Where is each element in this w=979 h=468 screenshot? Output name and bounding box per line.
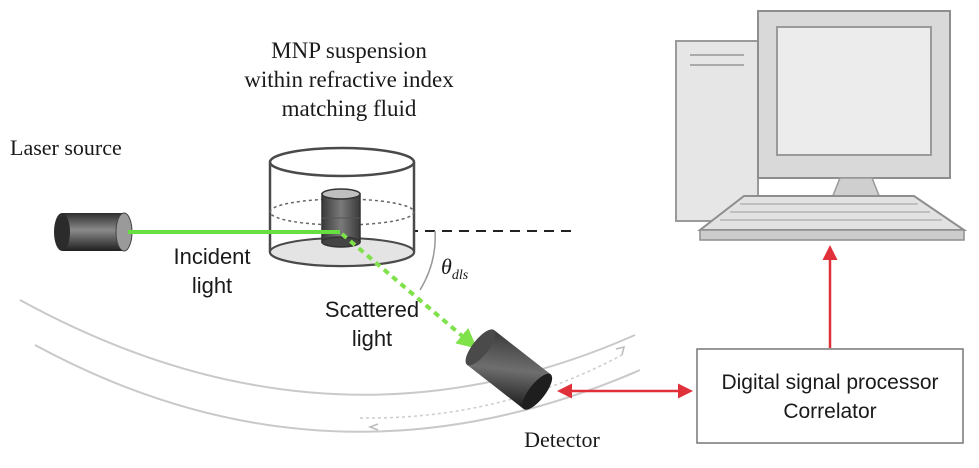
signal-processor-box (696, 348, 964, 444)
suspension-label-line1: MNP suspension (271, 38, 427, 63)
suspension-label-line3: matching fluid (282, 96, 417, 121)
scattered-light-label-line1: Scattered (325, 297, 419, 322)
sample-vial (321, 188, 361, 248)
processor-label-line1: Digital signal processor (721, 371, 938, 394)
computer-icon (675, 10, 968, 241)
scattered-beam (340, 232, 478, 349)
incident-light-label-line1: Incident (173, 244, 250, 269)
suspension-label-line2: within refractive index (244, 67, 454, 92)
scattering-angle-arc (419, 230, 436, 291)
processor-label-line2: Correlator (783, 400, 876, 423)
detector-label: Detector (524, 427, 600, 452)
detector (465, 329, 553, 410)
laser-source-label: Laser source (10, 135, 122, 160)
incident-light-label-line2: light (192, 273, 232, 298)
goniometer-arcs (19, 299, 641, 433)
scattered-light-label-line2: light (352, 326, 392, 351)
laser-source (54, 212, 133, 252)
scattering-angle-label: θdls (441, 254, 469, 283)
